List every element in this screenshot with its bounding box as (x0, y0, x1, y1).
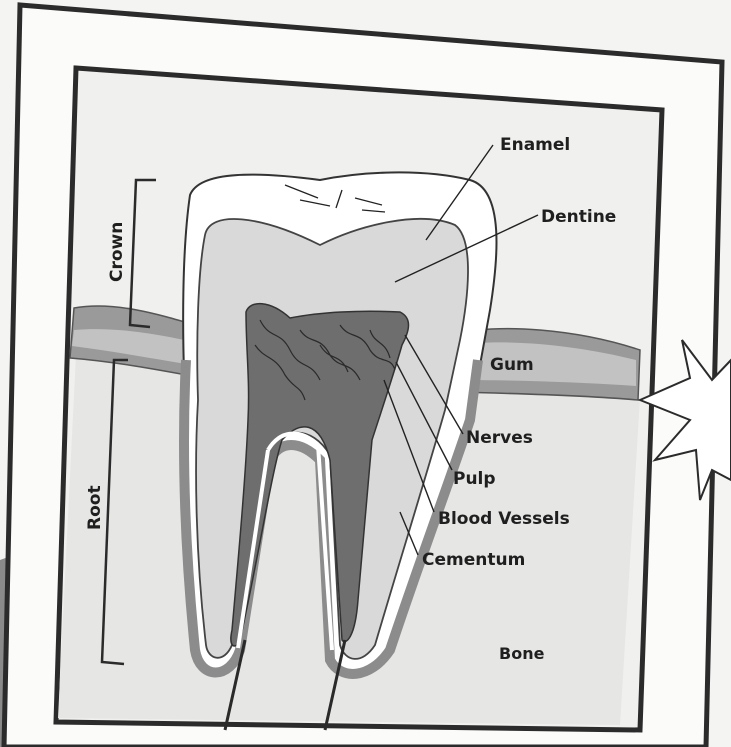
label-enamel: Enamel (500, 135, 570, 155)
label-bone: Bone (499, 644, 545, 663)
label-root: Root (85, 485, 105, 530)
label-crown: Crown (107, 222, 127, 282)
label-cementum: Cementum (422, 550, 525, 570)
label-gum: Gum (490, 355, 534, 375)
label-nerves: Nerves (466, 428, 533, 448)
label-dentine: Dentine (541, 207, 616, 227)
label-pulp: Pulp (453, 469, 496, 489)
label-blood-vessels: Blood Vessels (438, 509, 570, 529)
